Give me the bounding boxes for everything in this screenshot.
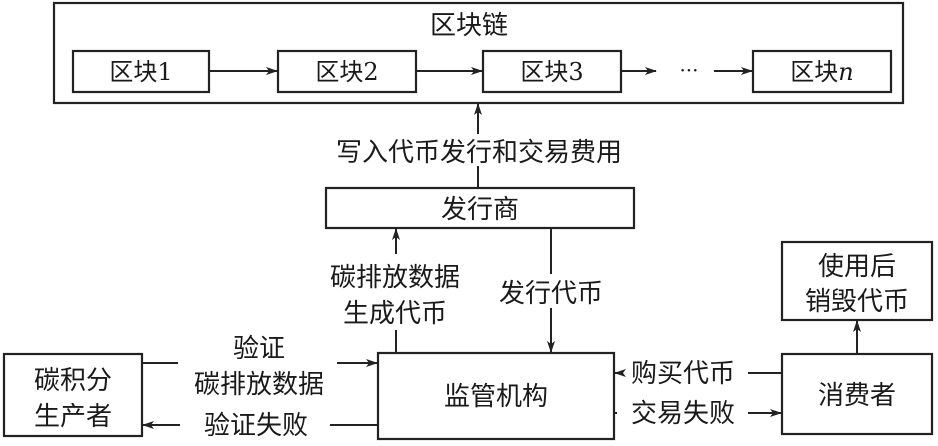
consumer-label: 消费者 <box>818 381 896 411</box>
block-2-label: 区块2 <box>315 58 378 86</box>
label-carbon-data: 碳排放数据 <box>330 263 460 293</box>
block-2: 区块2 <box>276 49 418 94</box>
issuer-node: 发行商 <box>324 186 636 230</box>
issuer-label: 发行商 <box>441 195 519 225</box>
block-n-prefix: 区块 <box>790 58 838 86</box>
producer-label-line2: 生产者 <box>34 402 112 432</box>
block-n: 区块n <box>751 49 893 94</box>
carbon-credit-producer-node: 碳积分 生产者 <box>2 352 144 438</box>
label-buy-token: 购买代币 <box>631 359 735 389</box>
ellipsis: ··· <box>679 58 698 82</box>
blockchain-title: 区块链 <box>430 11 508 41</box>
label-trade-failed: 交易失败 <box>631 399 735 429</box>
block-1-label: 区块1 <box>109 58 172 86</box>
block-3-label: 区块3 <box>520 58 583 86</box>
label-verify: 验证 <box>233 334 285 364</box>
label-verify-failed: 验证失败 <box>204 411 308 441</box>
destroy-token-node: 使用后 销毁代币 <box>780 240 934 322</box>
label-issue-token: 发行代币 <box>499 279 603 309</box>
producer-label-line1: 碳积分 <box>34 366 112 396</box>
label-write-to-chain: 写入代币发行和交易费用 <box>336 138 622 168</box>
block-n-index: n <box>838 58 853 86</box>
block-n-label: 区块n <box>790 58 853 86</box>
label-verify-carbon-data: 碳排放数据 <box>194 370 324 400</box>
blockchain-container: 区块链 区块1 区块2 区块3 ··· 区块n <box>52 1 905 105</box>
destroy-label-line2: 销毁代币 <box>805 287 909 317</box>
consumer-node: 消费者 <box>780 352 934 436</box>
block-3: 区块3 <box>481 49 623 94</box>
block-1: 区块1 <box>71 49 211 94</box>
destroy-label-line1: 使用后 <box>818 252 896 282</box>
regulator-node: 监管机构 <box>376 351 616 441</box>
label-generate-token: 生成代币 <box>343 299 447 329</box>
regulator-label: 监管机构 <box>444 382 548 412</box>
